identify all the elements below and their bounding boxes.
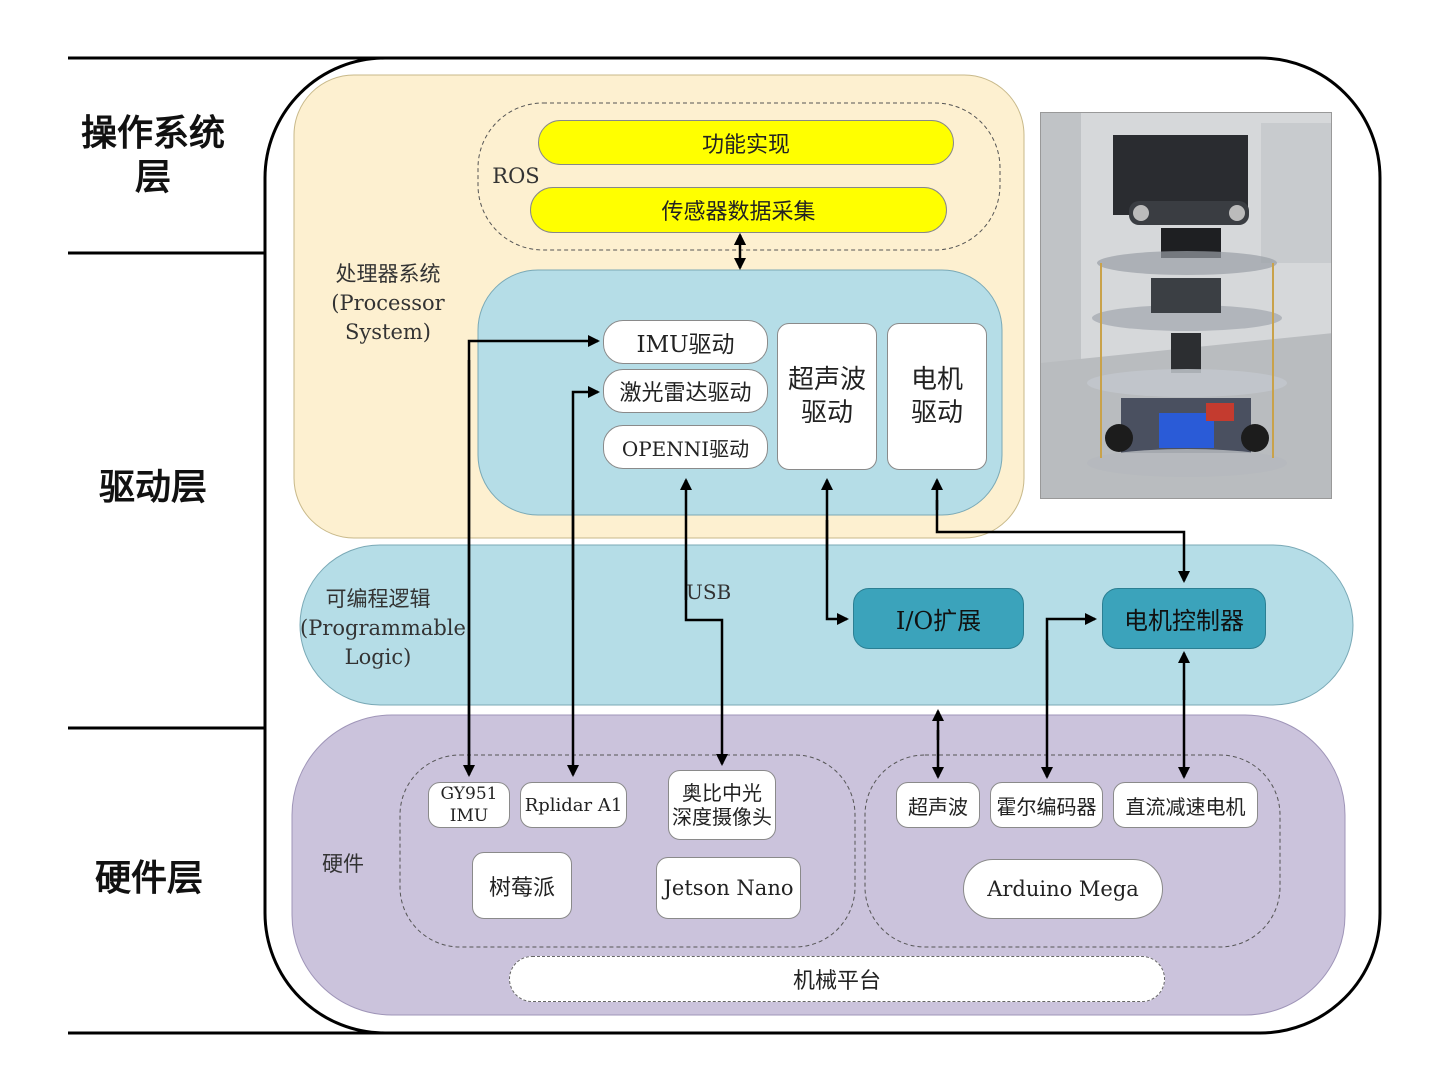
raspberry-pi: 树莓派 bbox=[472, 852, 572, 919]
imu-driver: IMU驱动 bbox=[603, 320, 768, 364]
logic-title: 可编程逻辑 (Programmable Logic) bbox=[300, 587, 466, 669]
ros-label: ROS bbox=[492, 164, 540, 188]
robot-photo bbox=[1040, 112, 1332, 499]
lidar-driver: 激光雷达驱动 bbox=[603, 369, 768, 413]
layer-label-hardware: 硬件层 bbox=[94, 858, 203, 899]
processor-title: 处理器系统 (Processor System) bbox=[331, 262, 445, 344]
mechanical-platform: 机械平台 bbox=[509, 956, 1165, 1002]
hardware-group-left bbox=[399, 754, 856, 948]
rplidar-a1: Rplidar A1 bbox=[520, 782, 627, 828]
jetson-nano: Jetson Nano bbox=[656, 857, 801, 919]
layer-separators bbox=[68, 56, 400, 1035]
depth-camera: 奥比中光 深度摄像头 bbox=[668, 770, 776, 840]
ultrasonic-sensor: 超声波 bbox=[896, 782, 980, 828]
layer-label-os: 操作系统 层 bbox=[80, 113, 225, 198]
openni-driver: OPENNI驱动 bbox=[603, 425, 768, 469]
io-expand: I/O扩展 bbox=[853, 588, 1024, 649]
motor-controller: 电机控制器 bbox=[1102, 588, 1266, 649]
motor-driver: 电机 驱动 bbox=[887, 323, 987, 470]
usb-label: USB bbox=[686, 580, 732, 604]
sensor-data-bar: 传感器数据采集 bbox=[530, 187, 947, 233]
hardware-group-right bbox=[864, 754, 1281, 948]
hardware-title: 硬件 bbox=[322, 852, 364, 876]
ultrasonic-driver: 超声波 驱动 bbox=[777, 323, 877, 470]
arduino-mega: Arduino Mega bbox=[963, 859, 1163, 919]
function-bar: 功能实现 bbox=[538, 120, 954, 165]
gy951-imu: GY951 IMU bbox=[428, 782, 510, 828]
dc-gear-motor: 直流减速电机 bbox=[1113, 782, 1258, 828]
hall-encoder: 霍尔编码器 bbox=[990, 782, 1103, 828]
layer-label-driver: 驱动层 bbox=[98, 467, 207, 508]
